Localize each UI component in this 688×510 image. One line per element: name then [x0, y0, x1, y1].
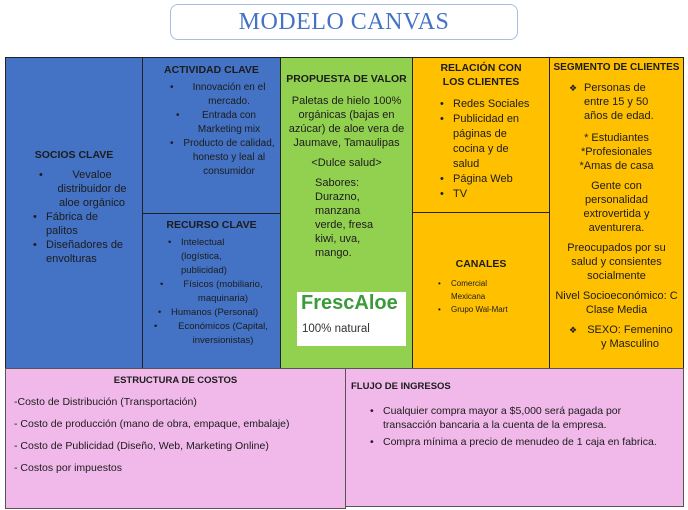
- list-item: Redes Sociales: [440, 97, 543, 112]
- list-item: SEXO: Femenino y Masculino: [569, 323, 676, 351]
- list-item: Humanos (Personal): [158, 306, 276, 320]
- logo-tagline: 100% natural: [302, 323, 370, 335]
- canales-heading: CANALES: [455, 258, 507, 270]
- socios-clave-section: SOCIOS CLAVE Vevaloe distribuidor de alo…: [5, 57, 143, 369]
- propuesta-flavors: Sabores: Durazno, manzana verde, fresa k…: [315, 177, 374, 259]
- list-item: Página Web: [440, 172, 543, 187]
- propuesta-valor-section: PROPUESTA DE VALOR Paletas de hielo 100%…: [280, 57, 413, 369]
- estructura-costos-section: ESTRUCTURA DE COSTOS -Costo de Distribuc…: [5, 368, 346, 509]
- list-item: Comercial Mexicana: [438, 277, 511, 303]
- socios-heading: SOCIOS CLAVE: [34, 149, 114, 161]
- segment-group: *Profesionales: [581, 146, 652, 158]
- costos-heading: ESTRUCTURA DE COSTOS: [113, 375, 238, 386]
- list-item: Grupo Wal-Mart: [438, 303, 531, 316]
- logo-name: FrescAloe: [301, 292, 398, 314]
- recurso-clave-section: RECURSO CLAVE Intelectual (logística, pu…: [142, 213, 281, 369]
- canales-section: CANALES Comercial Mexicana Grupo Wal-Mar…: [412, 212, 550, 369]
- propuesta-heading: PROPUESTA DE VALOR: [286, 73, 407, 85]
- relacion-heading: RELACIÓN CON LOS CLIENTES: [440, 62, 522, 88]
- list-item: TV: [440, 187, 543, 202]
- list-item: Entrada con Marketing mix: [176, 109, 269, 137]
- list-item: Económicos (Capital, inversionistas): [154, 320, 279, 348]
- list-item: Diseñadores de envolturas: [33, 238, 141, 266]
- list-item: Producto de calidad, honesto y leal al c…: [170, 137, 275, 179]
- list-item: Personas de entre 15 y 50 años de edad.: [569, 81, 666, 123]
- list-item: Intelectual (logística, publicidad): [168, 236, 251, 278]
- list-item: - Costo de producción (mano de obra, emp…: [14, 418, 290, 430]
- list-item: Compra mínima a precio de menudeo de 1 c…: [370, 435, 663, 449]
- segmento-heading: SEGMENTO DE CLIENTES: [553, 62, 680, 73]
- segment-personality: Gente con personalidad extrovertida y av…: [583, 180, 650, 234]
- actividad-clave-section: ACTIVIDAD CLAVE Innovación en el mercado…: [142, 57, 281, 214]
- flujo-ingresos-section: FLUJO DE INGRESOS Cualquier compra mayor…: [345, 368, 684, 507]
- page-title: MODELO CANVAS: [170, 4, 518, 40]
- list-item: Cualquier compra mayor a $5,000 será pag…: [370, 404, 663, 432]
- propuesta-description: Paletas de hielo 100% orgánicas (bajas e…: [288, 95, 405, 149]
- segment-level: Nivel Socioeconómico: C Clase Media: [555, 290, 678, 316]
- list-item: Innovación en el mercado.: [170, 81, 275, 109]
- relacion-clientes-section: RELACIÓN CON LOS CLIENTES Redes Sociales…: [412, 57, 550, 214]
- segment-concerns: Preocupados por su salud y consientes so…: [567, 242, 666, 282]
- propuesta-slogan: <Dulce salud>: [311, 157, 382, 169]
- segmento-clientes-section: SEGMENTO DE CLIENTES Personas de entre 1…: [549, 57, 684, 369]
- frescaloe-logo: FrescAloe 100% natural: [297, 292, 406, 346]
- list-item: Publicidad en páginas de cocina y de sal…: [440, 112, 533, 172]
- list-item: -Costo de Distribución (Transportación): [14, 396, 197, 408]
- list-item: Fábrica de palitos: [33, 210, 126, 238]
- list-item: Físicos (mobiliario, maquinaria): [160, 278, 273, 306]
- list-item: - Costos por impuestos: [14, 462, 122, 474]
- segment-group: * Estudiantes: [584, 132, 649, 144]
- actividad-heading: ACTIVIDAD CLAVE: [164, 64, 259, 76]
- recurso-heading: RECURSO CLAVE: [166, 219, 257, 231]
- list-item: Vevaloe distribuidor de aloe orgánico: [39, 168, 132, 210]
- segment-group: *Amas de casa: [579, 160, 654, 172]
- ingresos-heading: FLUJO DE INGRESOS: [351, 381, 451, 392]
- list-item: - Costo de Publicidad (Diseño, Web, Mark…: [14, 440, 269, 452]
